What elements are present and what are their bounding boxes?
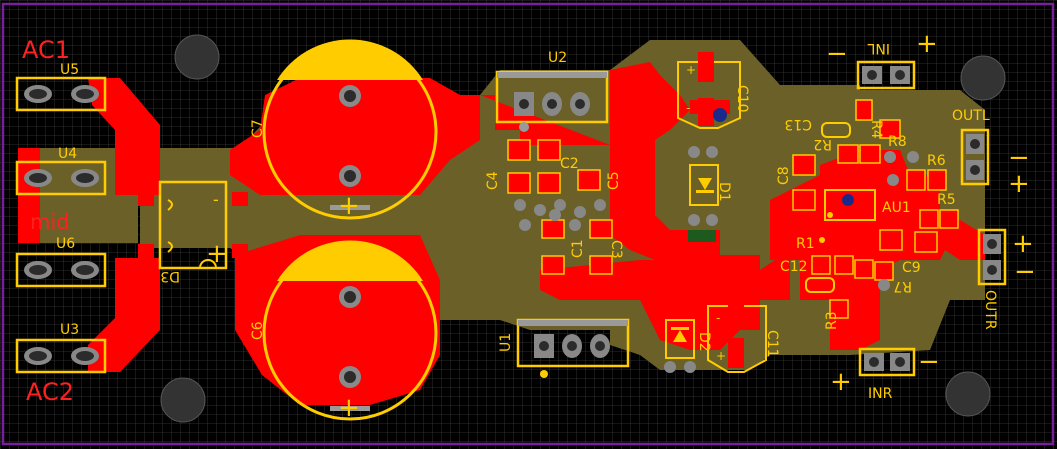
mount-hole-bottom-left [160, 377, 206, 423]
label-r5: R5 [937, 192, 956, 208]
connector-u5 [15, 76, 107, 112]
polarity-outl-plus: + [1008, 169, 1030, 199]
polarity-outr-plus: + [1012, 229, 1034, 259]
polarity-inr-plus: + [830, 367, 852, 397]
mount-hole-bottom-right [945, 371, 991, 417]
polarity-d3-plus: + [206, 239, 228, 269]
polarity-outr-minus: − [1014, 257, 1036, 287]
label-r8: R8 [888, 134, 907, 150]
label-u2: U2 [548, 50, 567, 66]
connector-u4 [15, 160, 107, 196]
header-inl [856, 60, 916, 90]
label-r4: R4 [868, 120, 884, 139]
polarity-c7-plus: + [338, 191, 360, 221]
capacitor-c7 [262, 39, 438, 220]
label-c3: C3 [608, 240, 624, 259]
label-outr: OUTR [982, 290, 998, 330]
label-c11: C11 [764, 330, 780, 358]
label-inl: INL [867, 40, 890, 56]
header-inr [858, 347, 916, 377]
smd-resistors-right [792, 99, 959, 319]
label-d3: D3 [160, 268, 180, 284]
label-mid: mid [30, 210, 70, 234]
label-r1: R1 [796, 236, 815, 252]
polarity-outl-minus: − [1008, 143, 1030, 173]
mount-hole-top-right [960, 55, 1006, 101]
ic-au1 [824, 168, 876, 242]
polarity-d3-minus: - [213, 190, 219, 209]
label-r7: R7 [893, 278, 912, 294]
label-u4: U4 [58, 146, 77, 162]
label-inr: INR [868, 386, 893, 402]
capacitor-c10 [677, 52, 741, 129]
label-c4: C4 [485, 171, 501, 190]
label-u5: U5 [60, 62, 79, 78]
mounting-holes [160, 34, 1006, 423]
label-c1: C1 [570, 239, 586, 258]
regulator-u2 [495, 70, 609, 132]
polarity-c10-minus: - [686, 101, 690, 115]
label-c13: C13 [784, 116, 812, 132]
cap-outline-c13 [805, 122, 851, 293]
label-u1: U1 [498, 333, 514, 352]
label-ac1: AC1 [22, 36, 70, 64]
header-outl [960, 128, 990, 186]
connector-u3 [15, 338, 107, 374]
label-au1: AU1 [882, 200, 911, 216]
label-c6: C6 [250, 321, 266, 340]
label-c12: C12 [780, 259, 808, 275]
label-r2: R2 [813, 136, 832, 152]
label-d1: D1 [716, 182, 732, 202]
regulator-u1 [516, 318, 630, 378]
label-c8: C8 [776, 166, 792, 185]
label-outl: OUTL [952, 108, 990, 124]
connector-u6 [15, 252, 107, 288]
polarity-c6-plus: + [338, 393, 360, 423]
polarity-c11-minus: - [716, 311, 720, 325]
smd-capacitors-middle [507, 139, 613, 275]
polarity-inl-plus: + [916, 29, 938, 59]
label-c5: C5 [606, 171, 622, 190]
label-r3: R3 [824, 311, 840, 330]
diode-d1 [688, 146, 719, 242]
label-c2: C2 [560, 156, 579, 172]
bridge-rectifier-d3 [138, 180, 248, 270]
label-c9: C9 [902, 260, 921, 276]
polarity-inl-minus: − [826, 39, 848, 69]
mount-hole-top-left [174, 34, 220, 80]
label-c7: C7 [250, 119, 266, 138]
label-u3: U3 [60, 322, 79, 338]
via-cluster [514, 199, 606, 231]
polarity-inr-minus: − [918, 347, 940, 377]
polarity-c11-plus: + [716, 349, 726, 363]
label-u6: U6 [56, 236, 75, 252]
capacitor-c11 [707, 294, 767, 373]
diode-d2 [664, 319, 696, 373]
header-outr [977, 228, 1007, 286]
capacitor-c6 [262, 240, 438, 421]
label-d2: D2 [696, 332, 712, 352]
label-c10: C10 [734, 85, 750, 113]
polarity-c10-plus: + [686, 63, 696, 77]
label-r6: R6 [927, 153, 946, 169]
label-ac2: AC2 [26, 378, 74, 406]
small-vias-right [819, 151, 919, 291]
